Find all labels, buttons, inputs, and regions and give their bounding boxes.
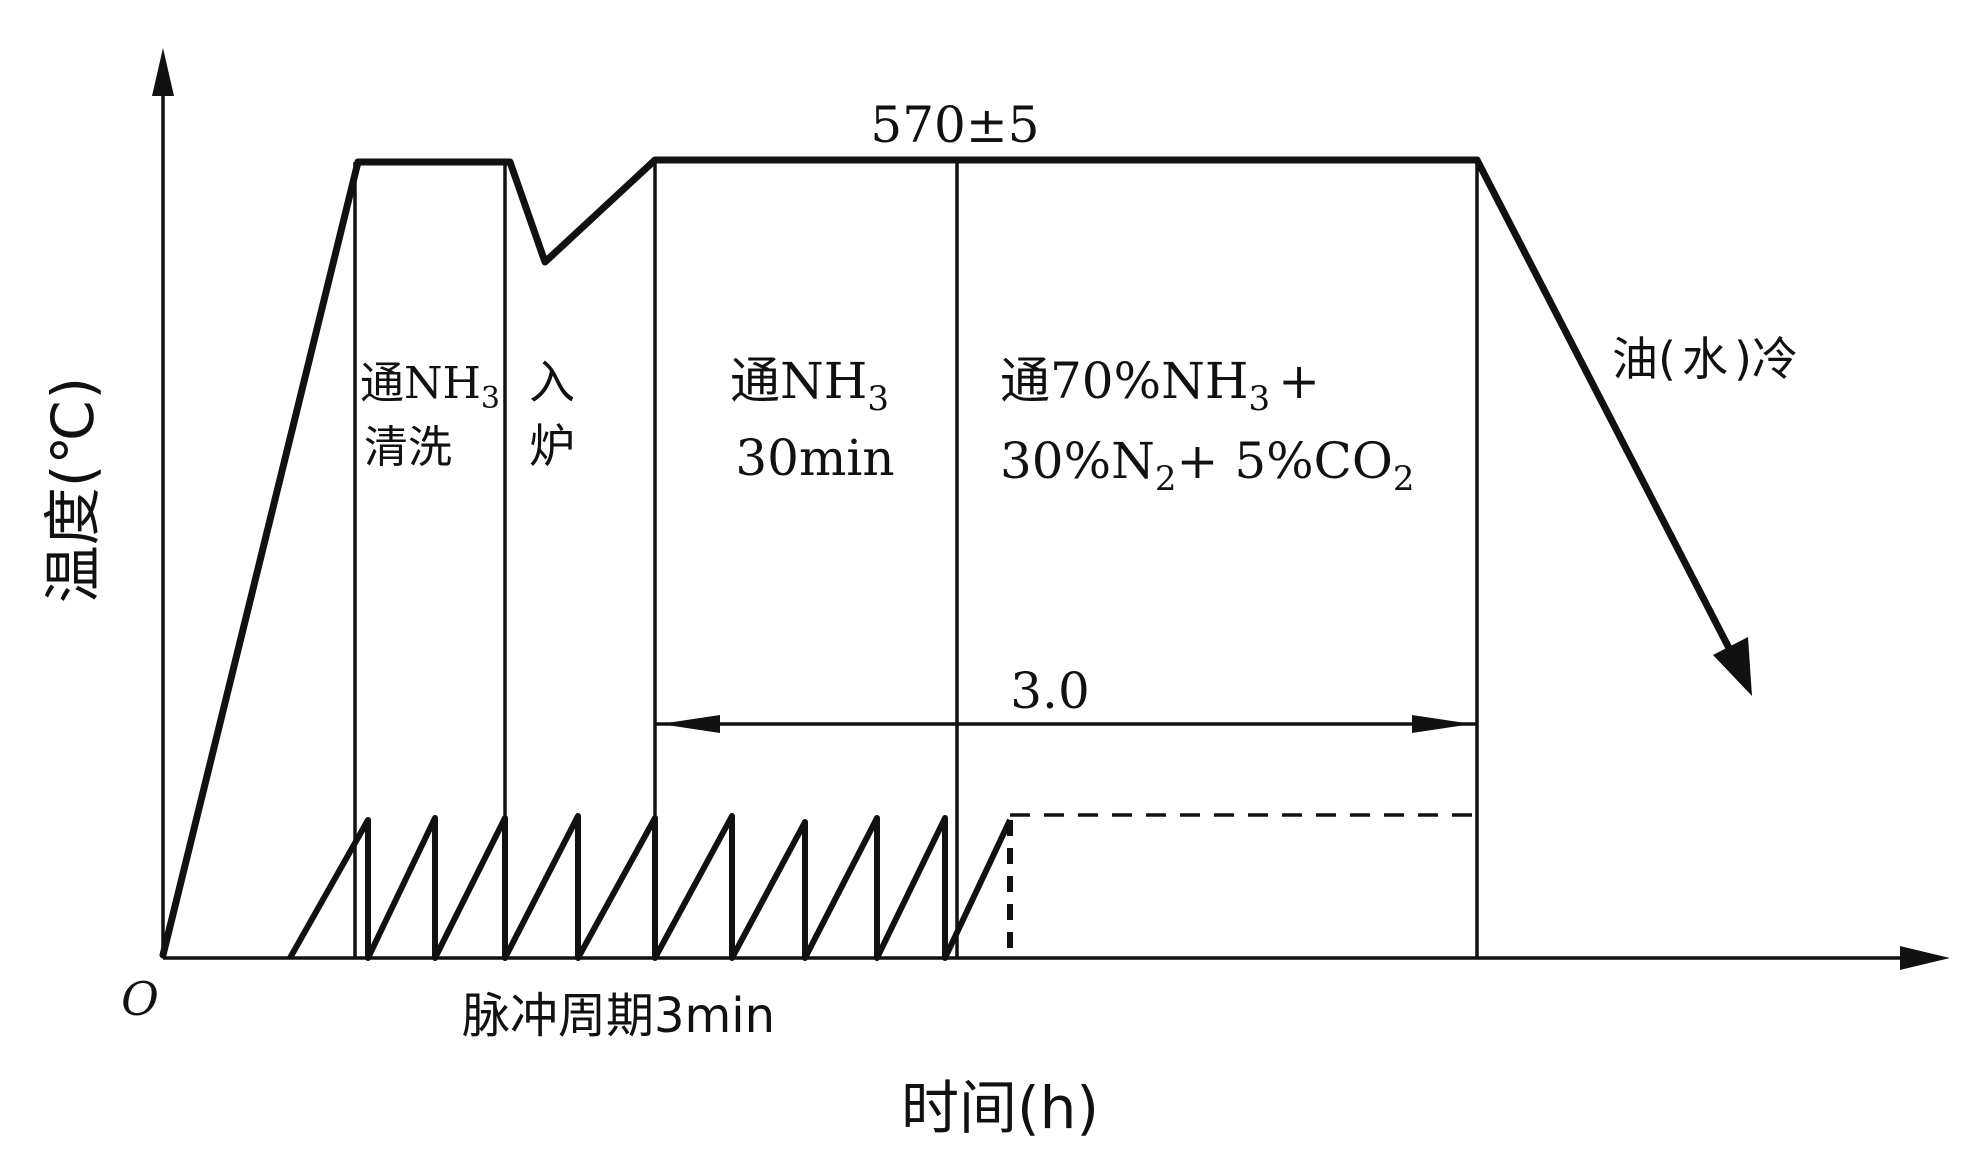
y-axis-arrow xyxy=(152,48,174,96)
temperature-curve xyxy=(159,156,1481,959)
cooling-label: 油(水)冷 xyxy=(1612,332,1798,386)
y-axis-label: 温度(℃) xyxy=(39,377,107,603)
temperature-value: 570±5 xyxy=(870,96,1039,154)
stage-mixed-line1: 通70%NH3+ xyxy=(1000,352,1320,419)
origin-label: O xyxy=(121,972,159,1026)
x-axis-label: 时间(h) xyxy=(901,1074,1099,1142)
stage-nh3-wash-line1: 通NH3 xyxy=(360,358,500,416)
stage-load-line2: 炉 xyxy=(529,419,575,473)
cooling-line xyxy=(1473,156,1734,654)
duration-arrow-left xyxy=(660,715,720,733)
pulse-sawtooth xyxy=(287,813,1013,961)
cooling-arrow xyxy=(1713,637,1752,696)
x-axis-arrow xyxy=(1900,946,1950,970)
duration-label: 3.0 xyxy=(1010,662,1090,720)
stage-nh3-30min-line2: 30min xyxy=(735,429,894,487)
stage-mixed-line2: 30%N2+ 5%CO2 xyxy=(1000,432,1415,499)
duration-arrow-right xyxy=(1412,715,1472,733)
stage-nh3-wash-line2: 清洗 xyxy=(364,422,452,473)
pulse-period-label: 脉冲周期3min xyxy=(462,988,775,1044)
stage-nh3-30min-line1: 通NH3 xyxy=(730,352,889,419)
stage-load-line1: 入 xyxy=(529,355,575,409)
